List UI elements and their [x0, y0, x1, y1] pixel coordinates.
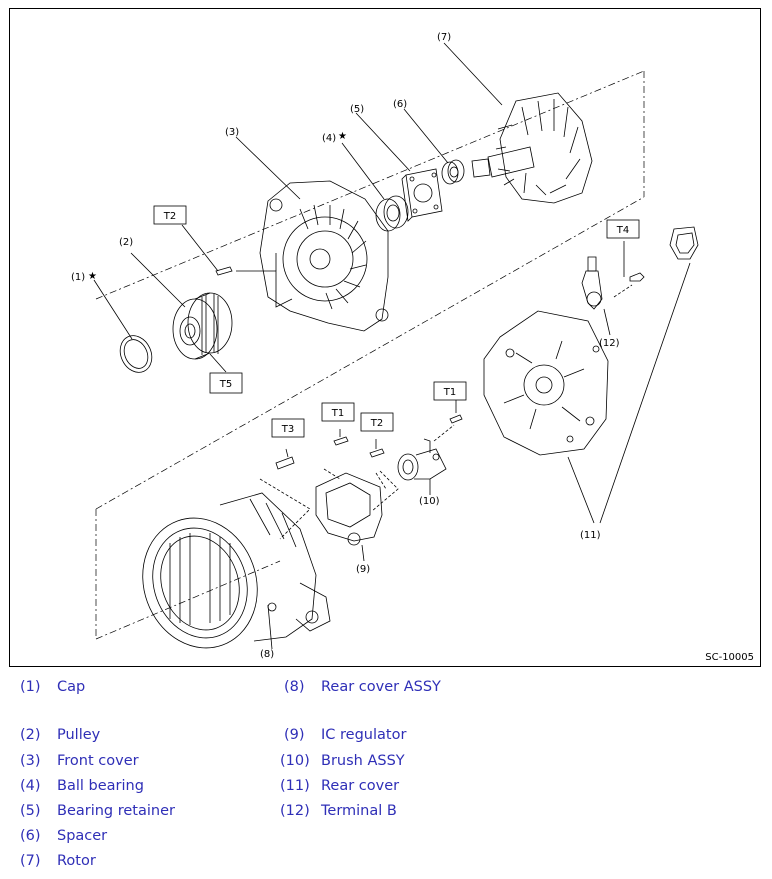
terminal-cover-part: [669, 226, 699, 260]
legend-num: (6): [20, 828, 41, 844]
legend-name: Bearing retainer: [57, 803, 175, 819]
legend-num: (2): [20, 727, 41, 743]
cap-part: [93, 279, 153, 373]
torque-label-t1-ic: T1: [331, 408, 344, 419]
callout-11: (11): [580, 530, 601, 541]
front-cover-part: [235, 136, 389, 332]
rear-cover-assy-part: [142, 478, 331, 650]
torque-label-t1-brush: T1: [443, 387, 456, 398]
callout-4: (4): [322, 133, 336, 144]
legend-num: (3): [20, 753, 41, 769]
legend-name: Pulley: [57, 727, 101, 743]
brush-screw-part: [449, 397, 463, 424]
torque-label-t2-front: T2: [163, 211, 176, 222]
pulley-part: [130, 252, 233, 373]
legend-name: Terminal B: [321, 803, 397, 819]
legend-num: (5): [20, 803, 41, 819]
torque-boxes: T2 T5 T4 T1 T1 T2 T3: [153, 205, 640, 438]
legend-name: Brush ASSY: [321, 753, 405, 769]
callout-5: (5): [350, 104, 364, 115]
legend-num: (1): [20, 679, 41, 695]
legend-name: Rotor: [57, 853, 96, 869]
ic-bolts-part: [275, 429, 385, 470]
torque-label-t4: T4: [616, 225, 629, 236]
legend-name: Cap: [57, 679, 86, 695]
legend-name: Rear cover ASSY: [321, 679, 441, 695]
torque-label-t5: T5: [219, 379, 232, 390]
spacer-part: [403, 108, 465, 185]
legend-name: IC regulator: [321, 727, 407, 743]
callout-12: (12): [599, 338, 620, 349]
bearing-retainer-part: [355, 112, 443, 222]
callout-7: (7): [437, 32, 451, 43]
rear-cover-part: [483, 262, 691, 524]
legend-num: (8): [284, 679, 305, 695]
legend-name: Ball bearing: [57, 778, 144, 794]
assembly-guide-lines: [95, 70, 645, 640]
ic-regulator-part: [315, 468, 399, 562]
callout-10: (10): [419, 496, 440, 507]
callout-8: (8): [260, 649, 274, 660]
front-bolt-part: [181, 224, 233, 276]
legend-name: Rear cover: [321, 778, 400, 794]
rotor-part: [443, 42, 593, 204]
terminal-nut-part: [623, 241, 645, 282]
figure-id: SC-10005: [705, 652, 754, 663]
legend-name: Front cover: [57, 753, 139, 769]
ball-bearing-part: [341, 142, 409, 232]
terminal-b-part: [581, 256, 633, 336]
star-mark-4: ★: [338, 131, 347, 142]
legend-num: (11): [280, 778, 310, 794]
callout-1: (1): [71, 272, 85, 283]
diagram-drawing: T2 T5 T4 T1 T1 T2 T3 (1) ★ (2) (3) (4) ★…: [71, 32, 699, 660]
exploded-diagram: T2 T5 T4 T1 T1 T2 T3 (1) ★ (2) (3) (4) ★…: [9, 8, 761, 667]
star-mark-1: ★: [88, 271, 97, 282]
legend-num: (12): [280, 803, 310, 819]
callout-6: (6): [393, 99, 407, 110]
callout-2: (2): [119, 237, 133, 248]
torque-label-t3: T3: [281, 424, 294, 435]
legend-num: (10): [280, 753, 310, 769]
legend-num: (9): [284, 727, 305, 743]
legend-name: Spacer: [57, 828, 108, 844]
legend-num: (4): [20, 778, 41, 794]
callout-3: (3): [225, 127, 239, 138]
callout-9: (9): [356, 564, 370, 575]
legend-num: (7): [20, 853, 41, 869]
brush-assy-part: [397, 424, 455, 495]
torque-label-t2-ic: T2: [370, 418, 383, 429]
callout-labels: (1) ★ (2) (3) (4) ★ (5) (6) (7) (8) (9) …: [71, 32, 620, 660]
